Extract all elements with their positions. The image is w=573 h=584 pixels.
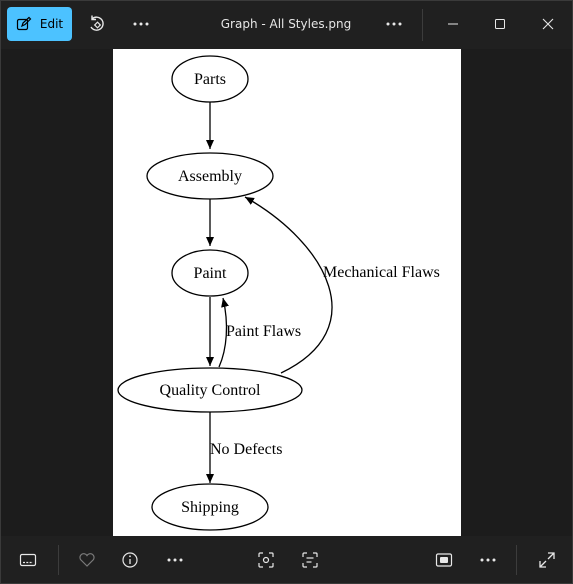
maximize-icon: [495, 19, 505, 29]
bottom-toolbar: [1, 536, 572, 583]
image-viewport[interactable]: Parts Assembly Paint Quality Control Shi…: [1, 49, 572, 536]
favorite-icon: [79, 553, 95, 567]
text-search-button[interactable]: [298, 548, 322, 572]
edit-icon: [16, 16, 32, 31]
toolbar-separator-2: [516, 545, 517, 575]
close-button[interactable]: [537, 13, 559, 35]
edge-quality-assembly: [244, 196, 333, 374]
more-options-button-3[interactable]: [163, 548, 187, 572]
edge-quality-paint: [218, 297, 229, 368]
title-separator: [422, 9, 423, 41]
title-bar: Edit Graph - All Styles.png: [1, 1, 572, 49]
minimize-icon: [448, 23, 458, 25]
fit-view-button[interactable]: [432, 548, 456, 572]
filmstrip-icon: [19, 553, 37, 567]
node-assembly-label: Assembly: [178, 168, 242, 185]
rotate-button[interactable]: [86, 13, 108, 35]
flow-graph: Parts Assembly Paint Quality Control Shi…: [117, 55, 440, 531]
maximize-button[interactable]: [489, 13, 511, 35]
more-icon: [167, 558, 183, 562]
edge-label-no-defects: No Defects: [210, 441, 282, 458]
node-paint-label: Paint: [194, 265, 227, 282]
toolbar-separator: [58, 545, 59, 575]
edge-label-paint-flaws: Paint Flaws: [226, 323, 301, 340]
more-options-button-2[interactable]: [383, 13, 405, 35]
node-quality-control: [117, 367, 303, 413]
close-icon: [542, 18, 554, 30]
edit-label: Edit: [39, 17, 64, 31]
window-title: Graph - All Styles.png: [220, 17, 352, 31]
more-icon: [480, 558, 496, 562]
node-assembly: [146, 152, 274, 200]
visual-search-button[interactable]: [254, 548, 278, 572]
edge-label-mechanical-flaws: Mechanical Flaws: [323, 264, 440, 281]
rotate-icon: [90, 15, 104, 31]
more-icon: [386, 22, 402, 26]
fullscreen-button[interactable]: [535, 548, 559, 572]
node-quality-control-label: Quality Control: [160, 382, 261, 399]
more-options-button-4[interactable]: [476, 548, 500, 572]
favorite-button[interactable]: [75, 548, 99, 572]
filmstrip-button[interactable]: [16, 548, 40, 572]
more-options-button[interactable]: [130, 13, 152, 35]
minimize-button[interactable]: [442, 13, 464, 35]
info-button[interactable]: [118, 548, 142, 572]
node-shipping: [151, 483, 269, 531]
fullscreen-icon: [539, 552, 555, 568]
text-search-icon: [302, 552, 318, 568]
node-shipping-label: Shipping: [181, 499, 239, 516]
node-paint: [171, 249, 249, 297]
node-parts-label: Parts: [194, 71, 226, 88]
displayed-image: Parts Assembly Paint Quality Control Shi…: [113, 49, 461, 536]
visual-search-icon: [258, 552, 274, 568]
node-parts: [171, 55, 249, 103]
info-icon: [122, 552, 138, 568]
more-icon: [133, 22, 149, 26]
fit-view-icon: [435, 553, 453, 567]
edit-button[interactable]: Edit: [7, 7, 72, 41]
